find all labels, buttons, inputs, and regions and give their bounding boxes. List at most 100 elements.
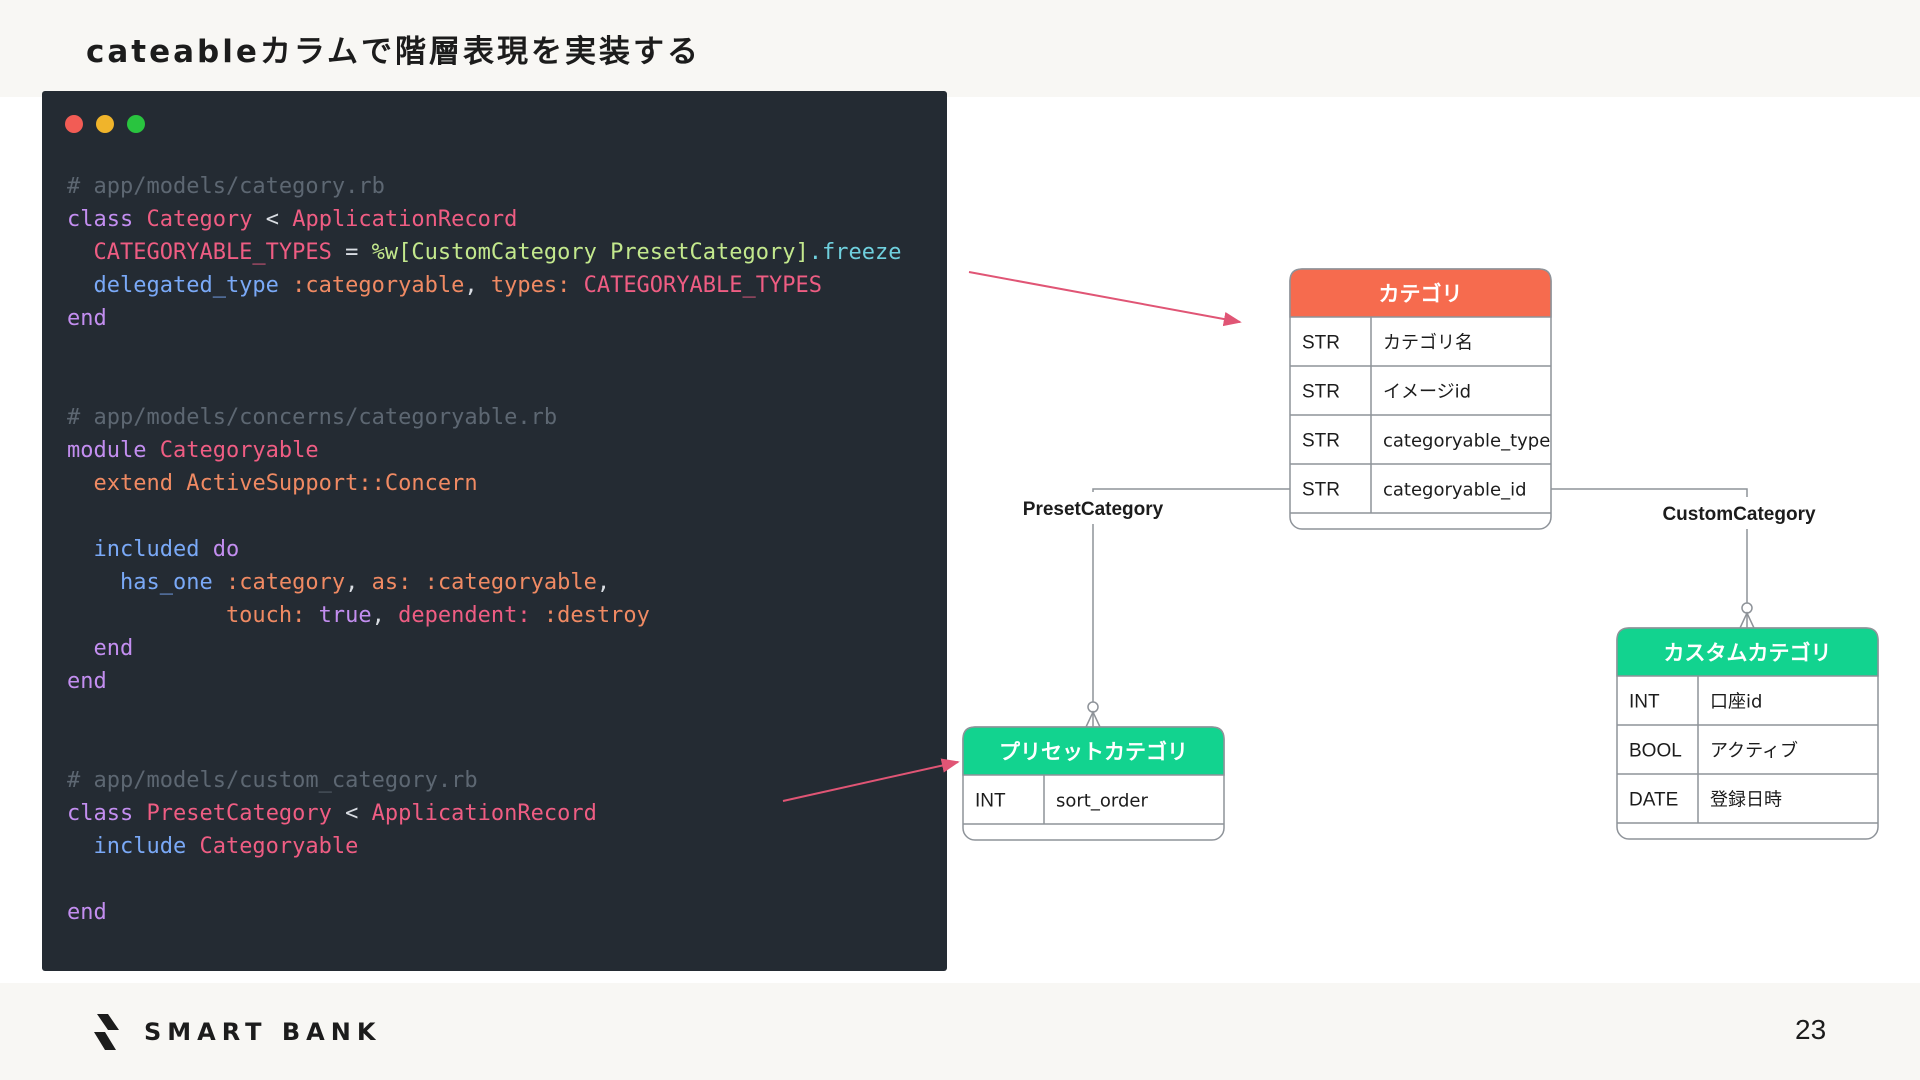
slide-footer: [0, 983, 1920, 1080]
smartbank-logo: SMART BANK: [92, 1012, 381, 1052]
code-token: <: [252, 207, 293, 232]
code-token: dependent:: [398, 603, 544, 628]
preset-row-name: sort_order: [1056, 791, 1148, 812]
code-line: class Category < ApplicationRecord: [67, 203, 901, 236]
code-token: end: [67, 306, 107, 331]
preset-row-type: INT: [975, 791, 1006, 812]
code-token: ,: [371, 603, 399, 628]
code-token: extend: [67, 471, 187, 496]
code-token: ,: [345, 570, 372, 595]
code-token: ,: [464, 273, 491, 298]
code-token: ApplicationRecord: [292, 207, 518, 232]
code-token: ApplicationRecord: [371, 801, 597, 826]
code-token: module: [67, 438, 160, 463]
custom-table-title: カスタムカテゴリ: [1664, 641, 1832, 665]
category-row-name: categoryable_type: [1383, 431, 1550, 452]
code-token: %w[CustomCategory PresetCategory]: [371, 240, 809, 265]
code-token: include: [67, 834, 200, 859]
code-line: include Categoryable: [67, 830, 901, 863]
code-token: CATEGORYABLE_TYPES: [583, 273, 822, 298]
code-token: :categoryable: [278, 273, 465, 298]
code-token: :category: [225, 570, 346, 595]
logo-text: SMART BANK: [144, 1018, 382, 1046]
custom-row-name: アクティブ: [1710, 740, 1798, 762]
code-token: # app/models/custom_category.rb: [67, 768, 478, 793]
relation-label-custom: CustomCategory: [1662, 504, 1816, 525]
code-token: class: [67, 801, 147, 826]
preset-table-header: [962, 726, 1225, 776]
code-token: .freeze: [808, 240, 902, 265]
code-token: # app/models/category.rb: [67, 174, 385, 199]
slide-title: cateableカラムで階層表現を実装する: [86, 34, 701, 70]
code-line: module Categoryable: [67, 434, 901, 467]
custom-row-name: 登録日時: [1710, 790, 1782, 811]
category-row-type: STR: [1302, 480, 1340, 501]
code-line: end: [67, 665, 901, 698]
category-row-type: STR: [1302, 333, 1340, 354]
category-table-title: カテゴリ: [1379, 282, 1463, 306]
category-row-name: categoryable_id: [1383, 480, 1527, 501]
code-line: included do: [67, 533, 901, 566]
smartbank-logo-icon: [94, 1014, 119, 1050]
preset-label-bg: [1015, 492, 1171, 524]
code-token: ,: [596, 570, 611, 595]
window-maximize-icon: [127, 115, 145, 133]
code-line: end: [67, 896, 901, 929]
code-token: class: [67, 207, 147, 232]
code-line: delegated_type :categoryable, types: CAT…: [67, 269, 901, 302]
code-line: extend ActiveSupport::Concern: [67, 467, 901, 500]
code-line: # app/models/category.rb: [67, 170, 901, 203]
code-line: has_one :category, as: :categoryable,: [67, 566, 901, 599]
custom-row-type: BOOL: [1629, 741, 1682, 762]
code-token: delegated_type: [67, 273, 279, 298]
code-token: :categoryable: [424, 570, 597, 595]
custom-label-bg: [1657, 497, 1819, 529]
slide-header: [0, 0, 1920, 97]
custom-row-type: INT: [1629, 692, 1660, 713]
code-token: as:: [371, 570, 425, 595]
code-token: ActiveSupport::Concern: [186, 471, 478, 496]
preset-table-title: プリセットカテゴリ: [999, 740, 1188, 764]
relation-line-preset: [1092, 488, 1290, 707]
code-line: end: [67, 632, 901, 665]
relation-line-custom: [1551, 488, 1748, 608]
category-row-name: カテゴリ名: [1383, 333, 1473, 354]
code-line: # app/models/concerns/categoryable.rb: [67, 401, 901, 434]
category-table-header: [1289, 268, 1552, 318]
code-line: CATEGORYABLE_TYPES = %w[CustomCategory P…: [67, 236, 901, 269]
code-line: end: [67, 302, 901, 335]
window-minimize-icon: [96, 115, 114, 133]
code-token: Categoryable: [199, 834, 359, 859]
custom-row-type: DATE: [1629, 790, 1678, 811]
custom-table-header: [1616, 627, 1879, 677]
category-row-type: STR: [1302, 431, 1340, 452]
code-token: has_one: [67, 570, 226, 595]
category-row-name: イメージid: [1383, 382, 1471, 403]
window-close-icon: [65, 115, 83, 133]
code-token: :destroy: [543, 603, 650, 628]
category-row-type: STR: [1302, 382, 1340, 403]
code-token: end: [67, 669, 107, 694]
code-token: do: [212, 537, 240, 562]
code-token: Category: [146, 207, 253, 232]
pointer-arrow-category: [968, 271, 1242, 327]
page-number: 23: [1795, 1014, 1827, 1045]
pointer-arrow-preset: [782, 758, 960, 802]
code-token: touch:: [67, 603, 319, 628]
code-line: # app/models/custom_category.rb: [67, 764, 901, 797]
code-line: class PresetCategory < ApplicationRecord: [67, 797, 901, 830]
code-line: touch: true, dependent: :destroy: [67, 599, 901, 632]
code-token: true: [318, 603, 372, 628]
code-token: types:: [490, 273, 584, 298]
code-token: <: [331, 801, 372, 826]
code-token: end: [67, 900, 107, 925]
custom-row-name: 口座id: [1710, 692, 1762, 713]
code-token: =: [331, 240, 372, 265]
code-token: # app/models/concerns/categoryable.rb: [67, 405, 558, 430]
code-token: included: [67, 537, 213, 562]
code-token: PresetCategory: [146, 801, 332, 826]
code-token: CATEGORYABLE_TYPES: [67, 240, 332, 265]
code-token: end: [67, 636, 134, 661]
relation-label-preset: PresetCategory: [1023, 499, 1164, 520]
